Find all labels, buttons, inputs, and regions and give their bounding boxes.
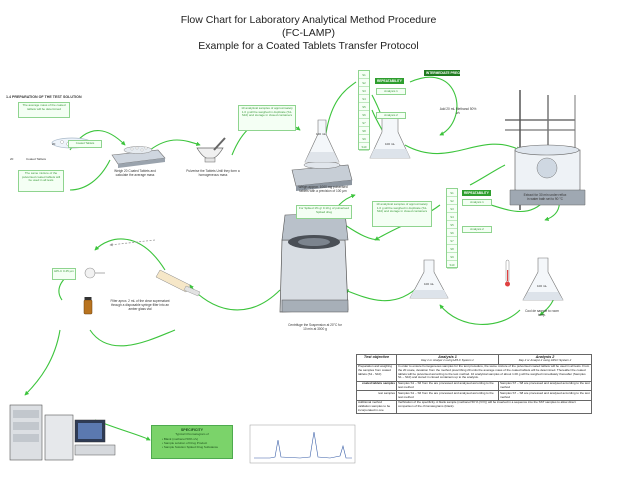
sample-cell: S4: [359, 95, 369, 103]
sample-cell: S5: [447, 221, 457, 229]
sample-cell: S4: [447, 213, 457, 221]
table-cell-a2: Samples S7 – S8 are processed and analys…: [498, 380, 592, 392]
table-cell-analysis: In order to ensure homogeneous samples f…: [396, 363, 592, 382]
title-line-1: Flow Chart for Laboratory Analytical Met…: [180, 14, 437, 26]
specificity-subtitle: Typical Chromatogram of: [175, 432, 209, 436]
test-objective-table: Test objective Analysis 1 Day 1 or Analy…: [356, 354, 592, 415]
sample-cell: S3: [359, 87, 369, 95]
intermediate-precision-tag: INTERMEDIATE PRECISION: [424, 70, 469, 76]
flask-bottom-1-icon: [409, 259, 449, 299]
sample-cell: S8: [447, 245, 457, 253]
page-title: Flow Chart for Laboratory Analytical Met…: [0, 14, 617, 53]
table-header-analysis2: Analysis 2 Day 2 or Analyst 2 using HPLC…: [498, 354, 592, 365]
flask-bottom-1-label: 100 mL: [424, 282, 435, 286]
flask-bottom-2-icon: [522, 257, 564, 301]
tablets-count: 20: [10, 157, 14, 161]
repeatability-tag-top: REPEATABILITY: [375, 78, 404, 84]
flask-top-label: 100 mL: [316, 132, 327, 136]
table-cell-a2: Samples S7 – S8 are processed and analys…: [498, 390, 592, 401]
chromatogram-plot: [249, 424, 356, 464]
specificity-title: SPECIFICITY: [180, 428, 204, 432]
analytical-samples-mid-note: 10 analytical samples of approximately 1…: [372, 201, 432, 227]
add-methanol-caption: Add 20 mL Methanol 50% v/v: [439, 107, 477, 115]
hplc-system-icon: [9, 404, 116, 461]
title-line-3: Example for a Coated Tablets Transfer Pr…: [198, 40, 419, 52]
analysis2-tag-mid: Analysis 2: [462, 226, 492, 233]
filter-caption: Filter aprox. 2 mL of the clear supernat…: [110, 299, 170, 311]
table-row: Preparation and weighing the samples fro…: [356, 363, 592, 382]
thermometer-icon: [505, 259, 510, 287]
section-heading: 1.4 PREPARATION OF THE TEST SOLUTION: [6, 95, 82, 99]
coated-tablets-label: Coated Tablets: [26, 157, 46, 161]
sample-cell: S7: [447, 237, 457, 245]
sample-cell: S1: [359, 71, 369, 79]
sample-cell: S5: [359, 103, 369, 111]
analysis2-tag-top: Analysis 2: [376, 112, 406, 119]
analysis1-tag-top: Analysis 1: [376, 88, 406, 95]
analytical-balance-icon: [291, 119, 353, 191]
filter-disc-icon: [84, 267, 105, 279]
vial-label-note: HPLC 0.45 µm: [52, 268, 76, 280]
table-cell-objective: Preparation and weighing the samples fro…: [356, 363, 397, 382]
centrifuge-caption: Centrifuge the Suspension at 20°C for 10…: [288, 323, 342, 331]
syringe-filter-icon: [155, 269, 201, 297]
sample-column-mid: S1 S2 S3 S4 S5 S6 S7 S8 S9 S10: [446, 188, 458, 269]
sample-cell: S9: [447, 253, 457, 261]
tablet-balance-icon: [111, 146, 166, 168]
dashed-connector: [109, 239, 156, 247]
table-cell-a1: Samples S1 – S6 from the are processed a…: [395, 390, 500, 401]
pulverise-caption: Pulverise the Tablets Until they form a …: [186, 169, 240, 177]
table-row: rest samples Samples S1 – S6 from the ar…: [356, 390, 592, 401]
specificity-item: Sample Solution Spiked Drug Substance: [162, 445, 232, 449]
table-header-objective: Test objective: [356, 354, 397, 365]
sample-cell: S2: [359, 79, 369, 87]
table-cell-objective: coated tablets samples: [356, 380, 397, 392]
specificity-item: Blank (methanol 50% v/v): [162, 437, 232, 441]
spiked-note: For Spiked 1% g/ 0.10 g of pulverised Sp…: [296, 205, 352, 219]
sample-cell: S7: [359, 119, 369, 127]
same-mixture-note: The same mixture of the pulverised coate…: [18, 170, 64, 192]
sample-cell: S6: [359, 111, 369, 119]
table-cell-objective: rest samples: [356, 390, 397, 401]
flask-bottom-2-label: 100 mL: [537, 284, 548, 288]
sample-cell: S10: [447, 261, 457, 269]
centrifuge-icon: [279, 212, 349, 313]
repeatability-tag-mid: REPEATABILITY: [462, 190, 491, 196]
weigh-twenty-caption: Weigh 20 Coated Tablets and calculate th…: [114, 169, 156, 177]
reflux-apparatus-icon: [505, 90, 586, 210]
weigh-pulverised-caption: Weigh approx. 1000 mg pulverised tablets…: [298, 185, 348, 193]
table-row: Additional method validation samples to …: [356, 399, 592, 415]
sample-cell: S6: [447, 229, 457, 237]
table-cell-objective: Additional method validation samples to …: [356, 399, 397, 415]
table-cell-a1: Samples S1 – S6 from the are processed a…: [395, 380, 500, 392]
coated-tablets-box: Coated Tablets: [68, 140, 102, 148]
flask-mid-label: 100 mL: [385, 142, 396, 146]
twenty-label: 20: [52, 142, 56, 146]
table-row: coated tablets samples Samples S1 – S6 f…: [356, 380, 592, 392]
specificity-list: Blank (methanol 50% v/v) Sample solution…: [162, 437, 232, 449]
sample-column-top: S1 S2 S3 S4 S5 S6 S7 S8 S9 S10: [358, 70, 370, 151]
table-header-analysis1: Analysis 1 Day 1 or Analyst 1 using HPLC…: [395, 354, 500, 365]
specificity-box: SPECIFICITY Typical Chromatogram of Blan…: [151, 425, 233, 459]
table-cell-analysis: Verification of the specificity. A blank…: [396, 399, 592, 415]
specificity-item: Sample solution of Drug Product: [162, 441, 232, 445]
amber-vial-icon: [83, 297, 93, 315]
table-header-row: Test objective Analysis 1 Day 1 or Analy…: [356, 354, 592, 365]
avg-mass-note: The average mass of the coated tablets w…: [18, 102, 70, 118]
sample-cell: S8: [359, 127, 369, 135]
mortar-pestle-icon: [196, 137, 226, 163]
sample-cell: S9: [359, 135, 369, 143]
sample-cell: S10: [359, 143, 369, 151]
cool-caption: Cool de sample to room temp.: [525, 309, 559, 317]
sample-cell: S3: [447, 205, 457, 213]
analysis1-tag-mid: Analysis 1: [462, 199, 492, 206]
title-line-2: (FC-LAMP): [281, 27, 336, 39]
volumetric-flask-icon: [369, 114, 411, 159]
analytical-samples-top-note: 10 analytical samples of approximately 1…: [238, 105, 296, 131]
sample-cell: S1: [447, 189, 457, 197]
extract-caption: Extract for 30 min under reflux in water…: [523, 193, 567, 201]
sample-cell: S2: [447, 197, 457, 205]
